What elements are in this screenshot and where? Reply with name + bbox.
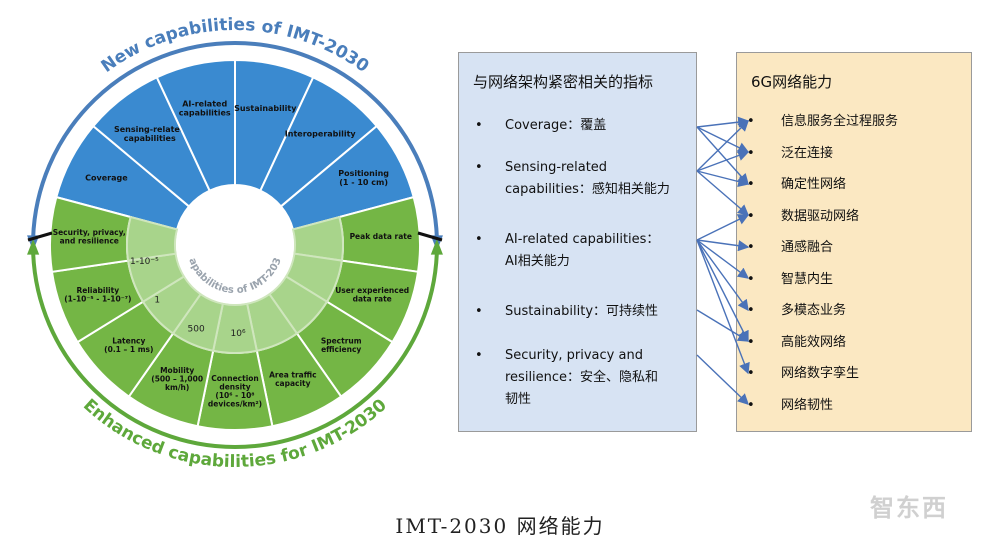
watermark-logo: 智东西 — [870, 494, 948, 522]
mapping-arrow — [696, 170, 750, 216]
bullet-icon: • — [475, 160, 483, 175]
bullet-icon: • — [747, 177, 755, 192]
indicator-line: 韧性 — [505, 392, 532, 407]
enhanced-capabilities-arc — [31, 251, 439, 449]
bullet-icon: • — [747, 208, 755, 224]
mapping-arrow — [696, 214, 750, 241]
capability-text: 多模态业务 — [781, 303, 847, 318]
indicator-line: Security, privacy and — [505, 348, 643, 363]
mapping-arrow — [696, 239, 749, 343]
indicator-text: Sensing-related capabilities：感知相关能力 — [505, 157, 695, 201]
wheel-center — [176, 186, 294, 304]
inner-ring-value: 10⁶ — [231, 329, 246, 339]
mapping-arrow — [696, 120, 749, 172]
mapping-arrow — [696, 116, 750, 128]
indicator-line: AI-related capabilities： — [505, 232, 660, 247]
capability-text: 确定性网络 — [781, 177, 847, 192]
enhanced-capability-label: Security, privacy,and resilience — [53, 228, 126, 246]
mapping-arrow — [696, 239, 749, 312]
indicator-line: Coverage：覆盖 — [505, 118, 607, 133]
indicator-text: Security, privacy and resilience：安全、隐私和韧性 — [505, 345, 695, 411]
indicator-text: Sustainability：可持续性 — [505, 301, 695, 323]
left-panel-title: 与网络架构紧密相关的指标 — [473, 73, 654, 91]
bullet-icon: • — [475, 232, 483, 247]
network-architecture-indicators-panel: 与网络架构紧密相关的指标 • Coverage：覆盖 • Sensing-relate… — [458, 52, 697, 432]
boundary-marker — [27, 231, 53, 242]
indicator-line: capabilities：感知相关能力 — [505, 182, 670, 197]
bullet-icon: • — [475, 118, 483, 133]
new-capability-label: Positioning(1 - 10 cm) — [338, 169, 389, 187]
indicator-line: Sustainability：可持续性 — [505, 304, 659, 319]
capability-text: 数据驱动网络 — [781, 208, 860, 224]
bullet-icon: • — [747, 303, 755, 318]
capability-text: 泛在连接 — [781, 145, 834, 161]
boundary-marker — [417, 231, 443, 242]
inner-ring-segment — [126, 215, 179, 262]
indicator-text: AI-related capabilities： AI相关能力 — [505, 229, 695, 273]
capability-text: 网络韧性 — [781, 397, 834, 413]
mapping-arrow — [696, 239, 750, 375]
6g-network-capabilities-panel: 6G网络能力 • 信息服务全过程服务 • 泛在连接 • 确定性网络 • 数据驱动网络 • 通感融合… — [736, 52, 972, 432]
bullet-icon: • — [747, 240, 755, 255]
indicator-line: AI相关能力 — [505, 254, 570, 269]
enhanced-capability-label: Latency(0.1 – 1 ms) — [104, 336, 153, 354]
figure-caption: IMT-2030 网络能力 — [395, 514, 605, 538]
capability-text: 信息服务全过程服务 — [781, 114, 899, 129]
inner-ring-value: 500 — [188, 324, 205, 334]
bullet-icon: • — [475, 348, 483, 363]
new-capability-label: Sustainability — [234, 104, 297, 113]
indicator-text: Coverage：覆盖 — [505, 115, 695, 137]
inner-ring-value: 1 — [154, 295, 160, 305]
enhanced-capability-label: Peak data rate — [350, 232, 412, 241]
bullet-icon: • — [475, 304, 483, 319]
mapping-arrow — [696, 126, 750, 153]
mapping-arrow — [696, 239, 750, 279]
new-capabilities-arc — [31, 41, 439, 239]
indicator-line: resilience：安全、隐私和 — [505, 370, 659, 385]
bullet-icon: • — [747, 366, 755, 381]
bullet-icon: • — [747, 114, 755, 129]
mapping-arrow — [696, 239, 750, 252]
bullet-icon: • — [747, 145, 755, 161]
capability-text: 通感融合 — [781, 240, 834, 255]
new-capability-label: Coverage — [85, 174, 128, 183]
capability-text: 网络数字孪生 — [781, 366, 860, 381]
mapping-arrow — [696, 354, 750, 405]
enhanced-capability-label: Reliability(1-10⁻⁵ - 1-10⁻⁷) — [64, 286, 131, 304]
mapping-arrow — [696, 126, 749, 186]
bullet-icon: • — [747, 334, 755, 350]
inner-ring-value: 1-10⁻⁵ — [130, 257, 159, 267]
right-panel-title: 6G网络能力 — [751, 73, 833, 91]
arc-arrowhead — [430, 239, 443, 255]
indicator-line: Sensing-related — [505, 160, 608, 175]
mapping-arrow — [696, 309, 750, 342]
mapping-arrow — [696, 150, 750, 172]
bullet-icon: • — [747, 397, 755, 413]
mapping-arrow — [696, 170, 750, 188]
bullet-icon: • — [747, 271, 755, 287]
capability-text: 智慧内生 — [781, 271, 834, 287]
new-capability-label: Interoperability — [285, 130, 357, 139]
capability-text: 高能效网络 — [781, 334, 847, 350]
arc-arrowhead — [27, 239, 40, 255]
